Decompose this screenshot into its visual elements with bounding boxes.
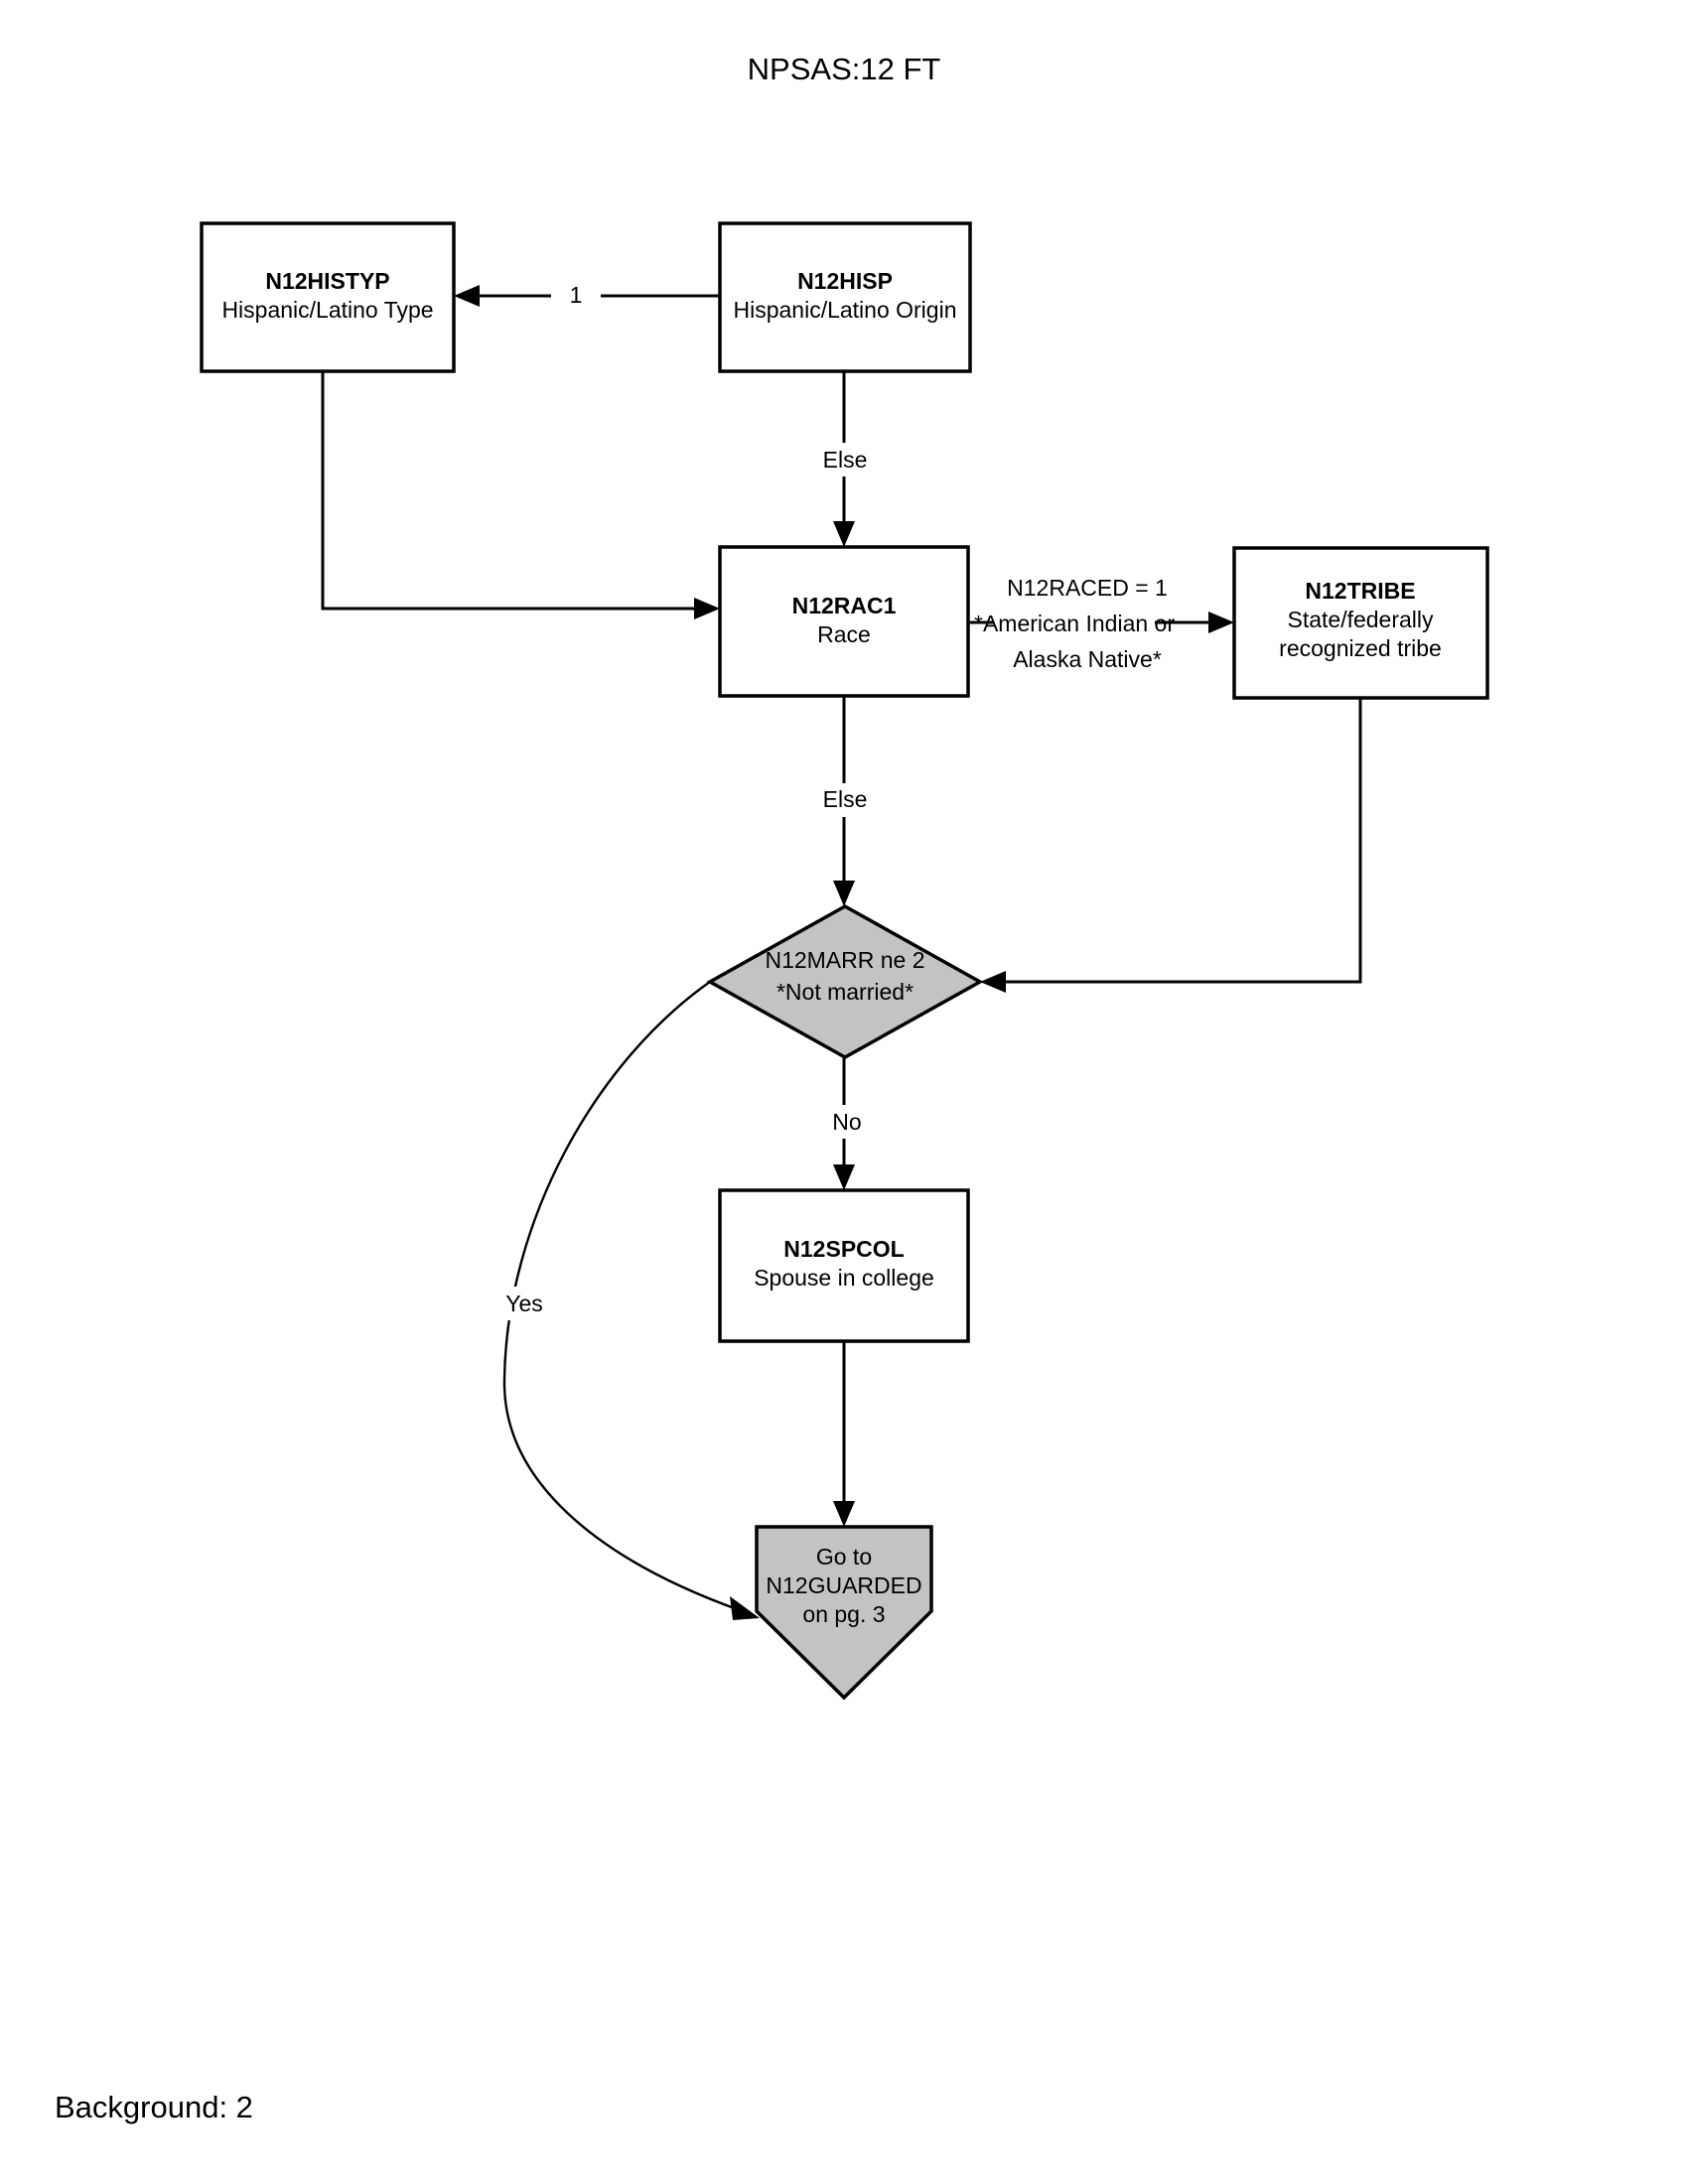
node-n12marr-decision[interactable]: N12MARR ne 2 *Not married* [706,903,984,1060]
node-label-n12hisp: Hispanic/Latino Origin [733,297,956,323]
arrow-head-left [454,285,480,307]
edge-marr-no: No [822,1057,874,1190]
edge-label-bg [551,279,601,313]
edge-label-marr-yes: Yes [505,1291,543,1316]
node-box-n12spcol[interactable] [718,1188,970,1343]
decision-label-line2: *Not married* [776,979,914,1005]
arrow-head-diagonal [730,1596,760,1620]
edge-path-marr-yes [502,981,741,1612]
node-n12hisp[interactable]: N12HISP Hispanic/Latino Origin [718,221,972,373]
arrow-head-right [1208,612,1234,633]
arrow-head-down [833,1501,855,1527]
edge-rac1-to-tribe: N12RACED = 1 *American Indian or Alaska … [968,575,1234,672]
edge-marr-yes: Yes [491,981,760,1620]
edge-histyp-to-rac1 [321,371,720,619]
edge-label-rac1-marr: Else [823,786,868,812]
edge-spcol-to-goto [833,1341,855,1527]
edge-label-bg [491,1287,558,1320]
node-n12rac1[interactable]: N12RAC1 Race [718,545,970,698]
node-label-n12spcol: Spouse in college [754,1265,934,1291]
goto-label-line1: Go to [816,1544,872,1570]
edge-label-rac1-tribe-line1: N12RACED = 1 [1007,575,1168,601]
edge-tribe-to-marr [980,698,1362,993]
node-label-n12histyp: Hispanic/Latino Type [221,297,433,323]
arrow-head-down [833,881,855,906]
edge-label-rac1-tribe-line2: *American Indian or [974,611,1175,636]
edge-label-bg [820,443,895,477]
node-box-n12tribe[interactable] [1232,546,1489,700]
page-footer: Background: 2 [55,2090,253,2124]
page-title: NPSAS:12 FT [748,52,941,86]
node-box-n12hisp[interactable] [718,221,972,373]
arrow-head-left [980,971,1006,993]
arrow-head-down [833,1164,855,1190]
edge-hisp-to-rac1: Else [820,371,895,547]
node-n12tribe[interactable]: N12TRIBE State/federally recognized trib… [1232,546,1489,700]
node-title-n12rac1: N12RAC1 [792,593,897,618]
node-label-n12rac1: Race [817,621,871,647]
node-title-n12spcol: N12SPCOL [783,1236,904,1262]
arrow-head-right [694,598,720,619]
edge-path-histyp-rac1 [321,371,702,611]
edge-rac1-to-marr: Else [820,696,895,906]
node-title-n12histyp: N12HISTYP [265,268,389,294]
node-box-n12rac1[interactable] [718,545,970,698]
node-n12histyp[interactable]: N12HISTYP Hispanic/Latino Type [200,221,456,373]
offpage-shape-goto[interactable] [755,1525,933,1701]
decision-diamond-n12marr[interactable] [706,903,984,1060]
edge-hisp-to-histyp: 1 [454,279,720,313]
decision-label-line1: N12MARR ne 2 [765,947,924,973]
goto-label-line2: N12GUARDED [766,1572,921,1598]
edge-label-bg [822,1105,874,1139]
edge-label-marr-no: No [832,1109,861,1135]
node-title-n12hisp: N12HISP [797,268,893,294]
node-title-n12tribe: N12TRIBE [1305,578,1415,604]
arrow-head-down [833,521,855,547]
edge-path-tribe-marr [998,698,1362,984]
node-box-n12histyp[interactable] [200,221,456,373]
edge-label-rac1-tribe-line3: Alaska Native* [1013,646,1162,672]
edge-label-hisp-histyp: 1 [570,282,583,308]
edge-label-hisp-rac1: Else [823,447,868,473]
edge-label-bg [820,783,895,817]
goto-label-line3: on pg. 3 [802,1601,885,1627]
node-label-n12tribe-line2: recognized tribe [1279,635,1442,661]
node-goto-n12guarded[interactable]: Go to N12GUARDED on pg. 3 [755,1525,933,1701]
node-n12spcol[interactable]: N12SPCOL Spouse in college [718,1188,970,1343]
node-label-n12tribe-line1: State/federally [1287,607,1434,632]
